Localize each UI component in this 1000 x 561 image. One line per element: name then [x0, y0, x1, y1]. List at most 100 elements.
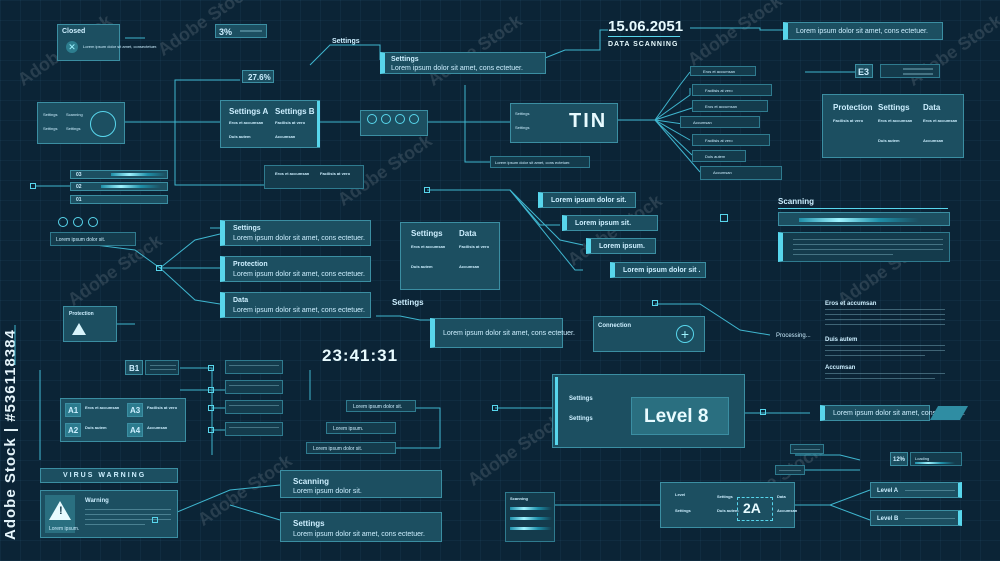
a-grid-card[interactable]: A1 Eros et accumsan A2 Duis autem A3 Fac… — [60, 398, 186, 442]
list-item-label: Facilisis at vero — [705, 88, 733, 93]
protection-warning-card[interactable]: Protection — [63, 306, 117, 342]
closed-panel[interactable]: Closed ✕ Lorem ipsum dolor sit amet, con… — [57, 24, 157, 61]
processing-label: Processing... — [776, 333, 811, 339]
settings-panel-top[interactable]: Settings Lorem ipsum dolor sit amet, con… — [380, 52, 546, 74]
b1-badge: B1 — [125, 360, 143, 375]
scanning-title: Scanning — [293, 477, 330, 486]
list-item[interactable]: Accumsan — [700, 166, 782, 180]
bar-01[interactable]: 01 — [70, 195, 168, 204]
level-a-label: Level A — [877, 488, 899, 494]
node-square-icon — [156, 265, 162, 271]
lorem-small-panel[interactable]: Lorem ipsum dolor sit. — [50, 232, 136, 246]
mini-chip[interactable] — [790, 444, 824, 454]
eros-label: Eros et accumsan — [85, 405, 120, 410]
chain-item[interactable]: Lorem ipsum. — [326, 422, 396, 434]
protection-settings-data-panel[interactable]: Protection Settings Data Facilisis at ve… — [822, 94, 964, 158]
level-8-panel[interactable]: Settings Settings Level 8 — [552, 374, 745, 448]
level-a-item[interactable]: Level A — [870, 482, 962, 498]
settings-ab-card[interactable]: Settings A Settings B Eros et accumsan F… — [220, 100, 320, 148]
settings-title: Settings — [411, 229, 443, 238]
scanning-bottom-panel[interactable]: Scanning Lorem ipsum dolor sit. — [280, 470, 442, 498]
option-circle-icon[interactable] — [88, 217, 98, 227]
scanning-bar[interactable] — [778, 212, 950, 226]
node-square-icon — [720, 214, 728, 222]
circles-panel[interactable] — [360, 110, 428, 136]
data-scanning-label: DATA SCANNING — [608, 41, 679, 48]
a1-badge[interactable]: A1 — [65, 403, 81, 417]
settings-title: Settings — [717, 494, 733, 499]
b1-label: B1 — [129, 364, 140, 373]
tin-sub-panel[interactable]: Lorem ipsum dolor sit amet, cons ectetue… — [490, 156, 590, 168]
node-square-icon — [424, 187, 430, 193]
a4-label: A4 — [130, 426, 141, 435]
a2-badge[interactable]: A2 — [65, 423, 81, 437]
list-item-label: Accumsan — [713, 170, 732, 175]
eros-small-panel[interactable]: Eros et accumsan Facilisis at vero — [264, 165, 364, 189]
mini-list-item[interactable] — [225, 422, 283, 436]
top-right-bar[interactable]: Lorem ipsum dolor sit amet, cons ectetue… — [783, 22, 943, 40]
settings-circle-card[interactable]: Settings Scanning Settings Settings — [37, 102, 125, 144]
lorem-step-2[interactable]: Lorem ipsum sit. — [562, 215, 658, 231]
scanning-bars-panel[interactable]: Scanning — [505, 492, 555, 542]
badge-frame: 2A — [737, 497, 773, 521]
level-2a-card[interactable]: Level Settings Settings Duis autem 2A Da… — [660, 482, 797, 528]
a4-badge[interactable]: A4 — [127, 423, 143, 437]
node-square-icon — [208, 405, 214, 411]
settings-text: Lorem ipsum dolor sit amet, cons ectetue… — [293, 531, 425, 538]
protection-stack-item[interactable]: Protection Lorem ipsum dolor sit amet, c… — [220, 256, 371, 282]
node-square-icon — [208, 427, 214, 433]
option-circle-icon[interactable] — [58, 217, 68, 227]
bar-02[interactable]: 02 — [70, 182, 168, 191]
level-8-link-text: Lorem ipsum dolor sit amet, cons ectetue… — [833, 410, 965, 417]
list-item[interactable]: Facilisis at vero — [692, 84, 772, 96]
close-icon[interactable]: ✕ — [66, 41, 78, 53]
settings-title: Settings — [675, 508, 691, 513]
a3-badge[interactable]: A3 — [127, 403, 143, 417]
option-circle-icon[interactable] — [409, 114, 419, 124]
settings-middle-panel[interactable]: Lorem ipsum dolor sit amet, cons ectetue… — [430, 318, 575, 348]
warning-card[interactable]: ! Lorem ipsum. Warning — [40, 490, 178, 538]
level-b-item[interactable]: Level B — [870, 510, 962, 526]
tin-card[interactable]: Settings Settings TIN — [510, 103, 618, 143]
chain-item[interactable]: Lorem ipsum dolor sit. — [346, 400, 416, 412]
add-icon[interactable] — [676, 325, 694, 343]
mini-list-item[interactable] — [225, 360, 283, 374]
settings-stack-item[interactable]: Settings Lorem ipsum dolor sit amet, con… — [220, 220, 371, 246]
option-circle-icon[interactable] — [381, 114, 391, 124]
stack-text: Lorem ipsum dolor sit amet, cons ectetue… — [233, 307, 365, 314]
settings-data-card[interactable]: Settings Data Eros et accumsan Facilisis… — [400, 222, 500, 290]
duis-label: Duis autem — [878, 138, 900, 143]
settings-middle-text: Lorem ipsum dolor sit amet, cons ectetue… — [443, 330, 575, 337]
mini-list-item[interactable] — [225, 380, 283, 394]
list-item[interactable]: Accumsan — [680, 116, 760, 128]
level-8-link[interactable]: Lorem ipsum dolor sit amet, cons ectetue… — [820, 405, 965, 421]
option-circle-icon[interactable] — [367, 114, 377, 124]
eros-label: Eros et accumsan — [229, 120, 264, 125]
mini-chip[interactable] — [775, 465, 805, 475]
data-stack-item[interactable]: Data Lorem ipsum dolor sit amet, cons ec… — [220, 292, 371, 318]
settings-bottom-panel[interactable]: Settings Lorem ipsum dolor sit amet, con… — [280, 512, 442, 542]
lorem-step-4[interactable]: Lorem ipsum dolor sit . — [610, 262, 706, 278]
virus-warning-label: VIRUS WARNING — [63, 472, 147, 479]
option-circle-icon[interactable] — [73, 217, 83, 227]
list-item[interactable]: Eros et accumsan — [690, 66, 756, 76]
plus-glyph-icon: + — [680, 326, 690, 342]
scanning-text: Lorem ipsum dolor sit. — [293, 488, 362, 495]
mini-list-item[interactable] — [225, 400, 283, 414]
lorem-step-1[interactable]: Lorem ipsum dolor sit. — [538, 192, 636, 208]
stack-title: Protection — [233, 261, 268, 268]
node-square-icon — [760, 409, 766, 415]
tin-label: TIN — [569, 110, 608, 132]
option-circle-icon[interactable] — [395, 114, 405, 124]
list-item[interactable]: Eros et accumsan — [692, 100, 768, 112]
list-item[interactable]: Facilisis at vero — [692, 134, 770, 146]
connection-panel[interactable]: Connection + — [593, 316, 705, 352]
settings-title: Settings — [569, 416, 593, 422]
chain-item[interactable]: Lorem ipsum dolor sit. — [306, 442, 396, 454]
chain-text: Lorem ipsum dolor sit. — [353, 404, 403, 410]
e3-info — [880, 64, 940, 78]
bar-03[interactable]: 03 — [70, 170, 168, 179]
node-square-icon — [492, 405, 498, 411]
lorem-step-3[interactable]: Lorem ipsum. — [586, 238, 656, 254]
list-item[interactable]: Duis autem — [692, 150, 746, 162]
